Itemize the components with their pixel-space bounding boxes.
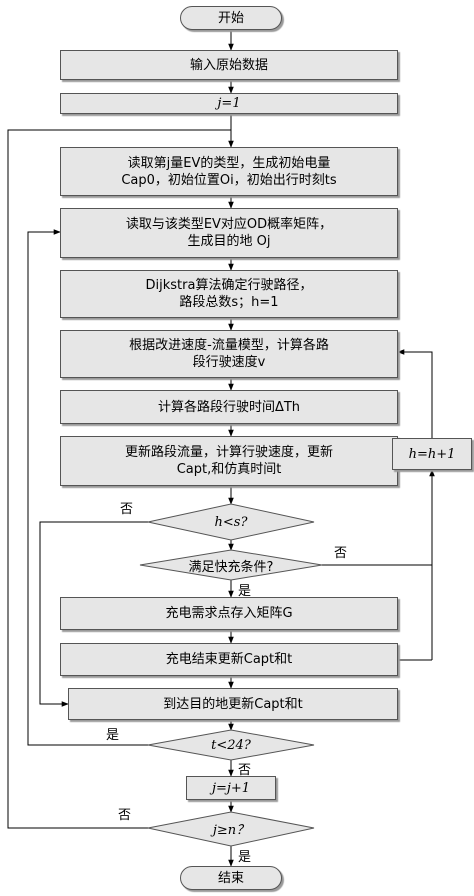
decision-j-ge-n-shape [147,811,315,847]
label-dfast-no: 否 [334,546,348,561]
speed-model-line1: 根据改进速度-流量模型，计算各路 [129,338,329,353]
speed-model-box: 根据改进速度-流量模型，计算各路 段行驶速度v [60,330,398,378]
end-terminator: 结束 [180,866,282,890]
arrive-destination-box: 到达目的地更新Capt和t [68,688,398,720]
dijkstra-line2: 路段总数s；h=1 [179,295,279,310]
decision-fast-charge-text: 满足快充条件? [188,559,274,575]
input-data-box: 输入原始数据 [60,50,398,80]
arrive-destination-text: 到达目的地更新Capt和t [163,696,303,712]
charge-end-text: 充电结束更新Capt和t [165,652,293,667]
read-ev-type-box: 读取第j量EV的类型，生成初始电量 Cap0，初始位置Oi，初始出行时刻ts [60,147,398,196]
end-text: 结束 [217,870,244,886]
h-increment-text: h=h+1 [408,446,456,462]
decision-fast-charge-shape [139,549,323,581]
speed-model-line2: 段行驶速度v [192,355,266,370]
j-increment-box: j=j+1 [186,776,276,800]
arrow-dt-yes [27,229,148,746]
od-matrix-box: 读取与该类型EV对应OD概率矩阵， 生成目的地 Oj [60,208,398,258]
decision-h-less-s-text: h<s? [214,514,248,530]
arrow-hinc-speed [397,349,433,438]
update-flow-line1: 更新路段流量，计算行驶速度，更新 [124,445,333,460]
dijkstra-box: Dijkstra算法确定行驶路径， 路段总数s；h=1 [60,270,398,318]
input-data-text: 输入原始数据 [189,57,268,73]
label-dt-yes: 是 [106,728,120,743]
decision-t-less-24-shape [147,729,315,761]
label-dt-no: 否 [238,763,252,778]
dijkstra-line1: Dijkstra算法确定行驶路径， [145,278,313,293]
update-flow-box: 更新路段流量，计算行驶速度，更新 Capt,和仿真时间t [60,436,398,486]
charge-store-text: 充电需求点存入矩阵G [165,606,293,621]
charge-end-box: 充电结束更新Capt和t [60,643,398,676]
label-dfast-yes: 是 [238,584,252,599]
start-terminator: 开始 [180,6,282,30]
travel-time-text: 计算各路段行驶时间ΔTh [157,399,301,415]
h-increment-box: h=h+1 [392,438,472,470]
read-ev-type-line2: Cap0，初始位置Oi，初始出行时刻ts [121,172,337,188]
od-matrix-line1: 读取与该类型EV对应OD概率矩阵， [125,217,333,232]
arrow-dj-no [7,129,231,829]
label-dj-no: 否 [118,808,132,823]
update-flow-line2: Capt,和仿真时间t [176,462,282,477]
label-dj-yes: 是 [238,850,252,865]
read-ev-type-line1: 读取第j量EV的类型，生成初始电量 [127,155,331,171]
label-dh-no: 否 [120,502,134,517]
decision-t-less-24-text: t<24? [211,737,251,753]
j-init-text: j=1 [217,96,241,111]
decision-j-ge-n-text: j≥n？ [212,822,250,838]
decision-h-less-s-shape [147,503,315,541]
travel-time-box: 计算各路段行驶时间ΔTh [60,390,398,424]
j-increment-text: j=j+1 [211,780,251,796]
start-text: 开始 [217,10,244,26]
arrow-dh-no [39,521,148,707]
charge-store-box: 充电需求点存入矩阵G [60,597,398,630]
od-matrix-line2: 生成目的地 Oj [187,234,271,249]
j-init-box: j=1 [60,93,398,114]
